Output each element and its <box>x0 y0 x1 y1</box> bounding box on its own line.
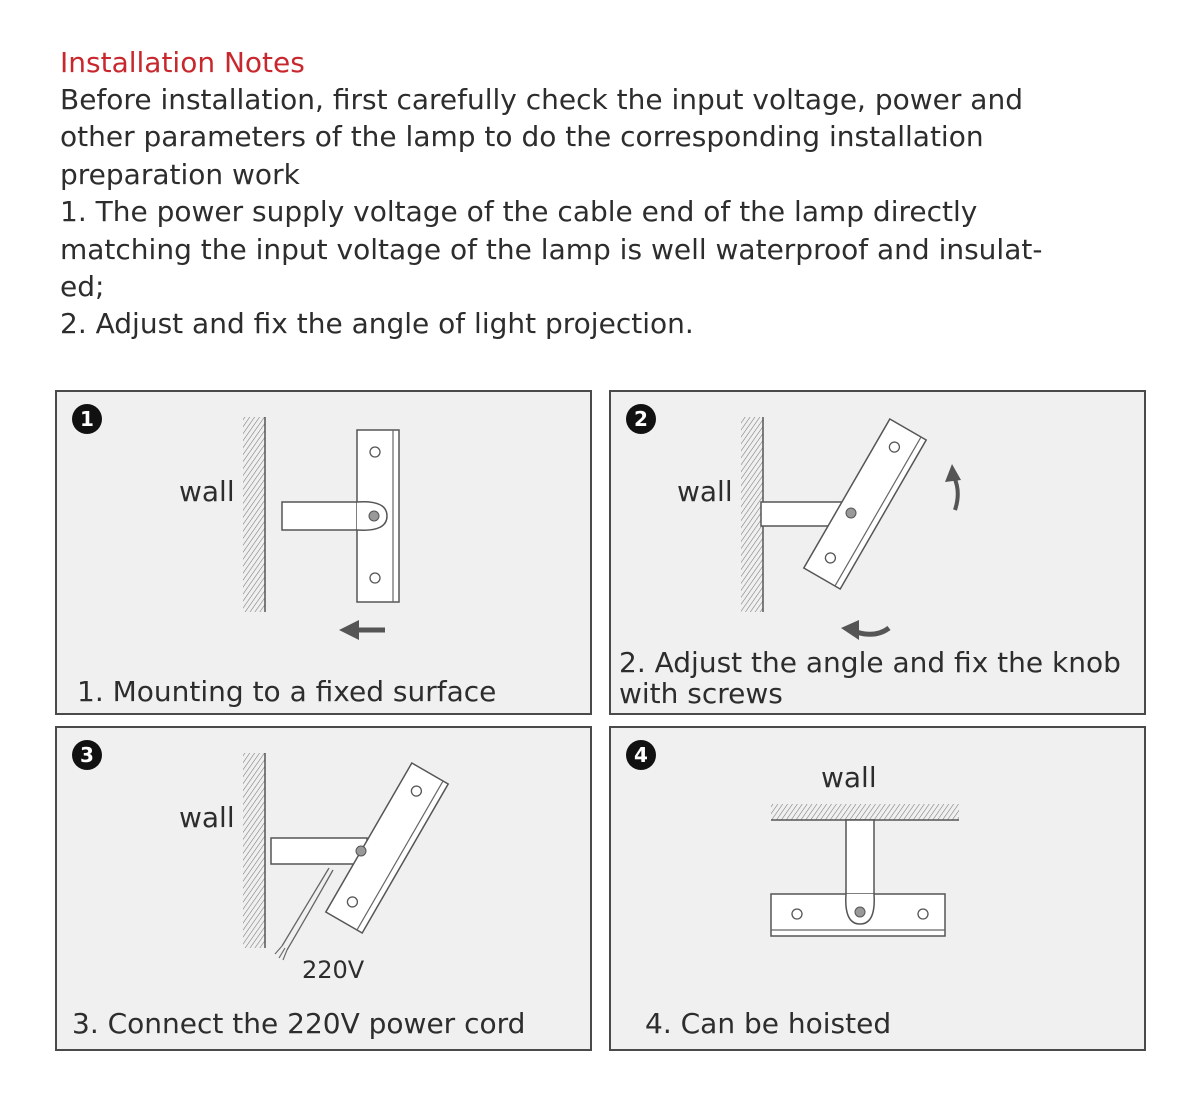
wall-label: wall <box>179 475 235 508</box>
notes-line: preparation work <box>60 157 300 191</box>
step-2-illustration <box>741 417 961 640</box>
step-1-panel: 1 wall 1. Mounting to a fixed surface <box>55 390 592 715</box>
notes-line: 2. Adjust and fix the angle of light pro… <box>60 307 694 341</box>
step-number: 1 <box>72 404 102 434</box>
caption-line: 2. Adjust the angle and fix the knob <box>619 646 1121 679</box>
wall-label: wall <box>821 761 877 794</box>
notes-line: matching the input voltage of the lamp i… <box>60 232 1043 266</box>
notes-title: Installation Notes <box>60 46 305 79</box>
step-caption: 3. Connect the 220V power cord <box>72 1008 525 1039</box>
step-caption: 4. Can be hoisted <box>645 1008 891 1039</box>
step-caption: 1. Mounting to a fixed surface <box>77 676 496 707</box>
step-number: 2 <box>626 404 656 434</box>
step-3-panel: 3 wall 220V 3. Connect the 220V power co… <box>55 726 592 1051</box>
caption-line: 3. Connect the 220V power cord <box>72 1007 526 1040</box>
step-4-panel: 4 wall 4. Can be hoisted <box>609 726 1146 1051</box>
notes-line: other parameters of the lamp to do the c… <box>60 120 984 154</box>
installation-notes: Installation Notes Before installation, … <box>60 44 1120 343</box>
wall-label: wall <box>677 475 733 508</box>
step-2-panel: 2 wall 2. Adjust the angle and fix the k… <box>609 390 1146 715</box>
wall-label: wall <box>179 801 235 834</box>
step-1-illustration <box>243 417 400 640</box>
step-caption: 2. Adjust the angle and fix the knob wit… <box>619 647 1121 709</box>
step-number: 3 <box>72 740 102 770</box>
step-4-illustration <box>770 804 959 937</box>
caption-line: with screws <box>619 677 783 710</box>
voltage-label: 220V <box>302 956 365 984</box>
step-3-illustration <box>243 753 450 961</box>
caption-line: 4. Can be hoisted <box>645 1007 892 1040</box>
notes-line: 1. The power supply voltage of the cable… <box>60 195 978 229</box>
notes-line: Before installation, first carefully che… <box>60 83 1023 116</box>
notes-line: ed; <box>60 270 105 304</box>
caption-line: 1. Mounting to a fixed surface <box>77 675 497 708</box>
step-number: 4 <box>626 740 656 770</box>
